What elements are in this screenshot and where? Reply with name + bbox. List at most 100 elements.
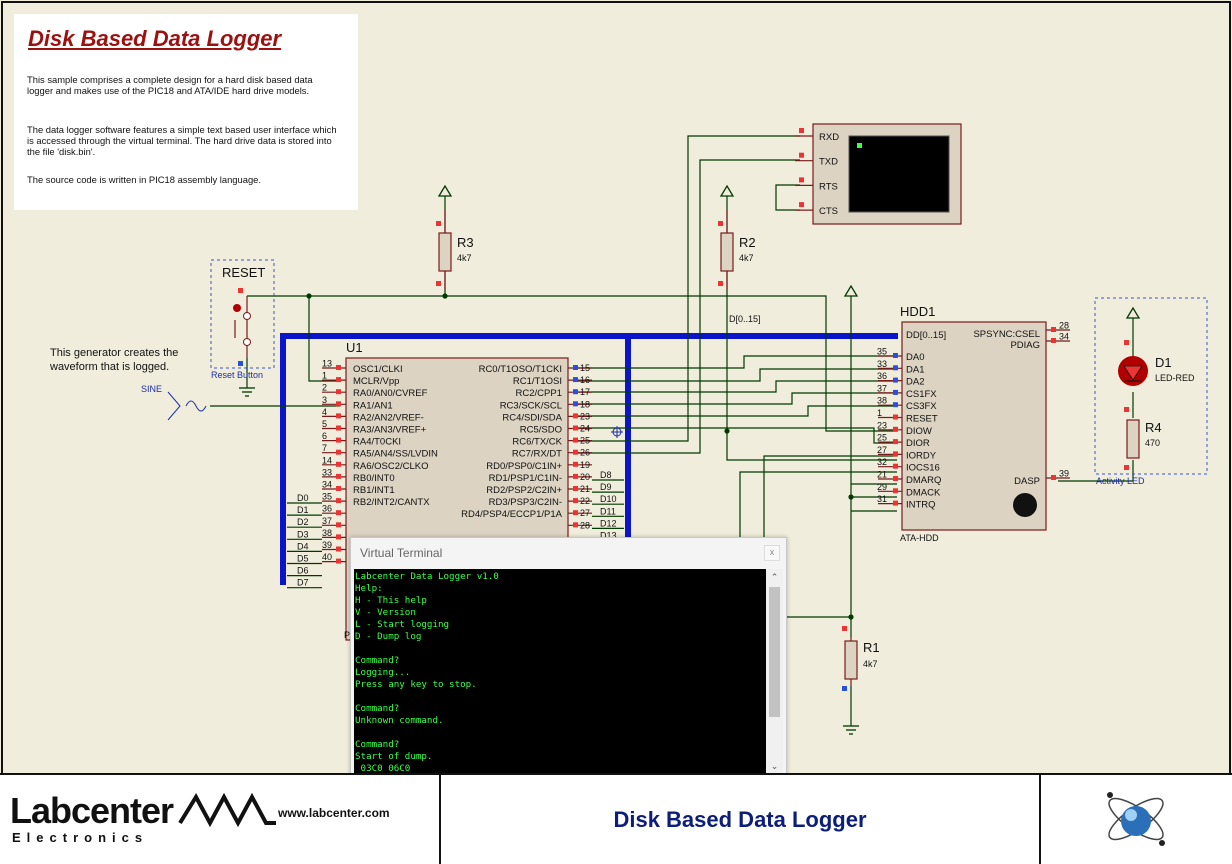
close-icon[interactable]: x xyxy=(764,545,780,561)
u1-pin-number: 1 xyxy=(322,371,327,381)
u1-pin-number: 37 xyxy=(322,516,332,526)
u1-pin-number: 22 xyxy=(580,496,590,506)
u1-pin-name: RC3/SCK/SCL xyxy=(500,400,562,411)
u1-pin-marker xyxy=(336,498,341,504)
hdd-pin-name: CS3FX xyxy=(906,401,937,412)
scroll-thumb[interactable] xyxy=(769,587,780,717)
bus-bit-label: D2 xyxy=(297,517,309,527)
hdd-pin-number: 33 xyxy=(877,359,887,369)
resistor-r4[interactable] xyxy=(1124,407,1140,470)
r3-label: R3 xyxy=(457,235,474,250)
scroll-down-icon[interactable]: ⌄ xyxy=(770,761,779,771)
terminal-pin-name: CTS xyxy=(819,206,838,217)
hdd-pin-name: RESET xyxy=(906,414,938,425)
u1-pin-marker xyxy=(336,365,341,370)
generator-note-line2: waveform that is logged. xyxy=(49,361,169,373)
divider xyxy=(439,775,441,864)
ground-icon xyxy=(239,387,859,735)
hdd-pin-number: 25 xyxy=(877,433,887,443)
u1-pin-number: 19 xyxy=(580,460,590,470)
u1-pin-number: 17 xyxy=(580,387,590,397)
bus-bit-label: D4 xyxy=(297,541,309,551)
hdd1-chip[interactable] xyxy=(901,321,1047,531)
u1-pin-name: RB0/INT0 xyxy=(353,473,395,484)
hdd-pin-number: 31 xyxy=(877,494,887,504)
hdd-pin-marker xyxy=(893,365,898,371)
hdd-pin-number: 23 xyxy=(877,420,887,430)
terminal-pin-marker xyxy=(799,202,804,208)
logo-wave-icon xyxy=(178,793,276,827)
u1-pin-marker xyxy=(573,389,578,395)
sine-label: SINE xyxy=(141,384,162,394)
hdd-pin-name: PDIAG xyxy=(1010,340,1040,351)
hdd-pin-name: DASP xyxy=(1014,476,1040,487)
hdd-pin-name: DA2 xyxy=(906,377,924,388)
bus-bit-label: D9 xyxy=(600,482,612,492)
hdd-pin-number: 37 xyxy=(877,383,887,393)
terminal-pin-name: RXD xyxy=(819,132,839,143)
note-paragraph-3: The source code is written in PIC18 asse… xyxy=(27,174,261,185)
bus-bit-label: D11 xyxy=(600,506,616,516)
u1-pin-marker xyxy=(336,389,341,395)
u1-pin-name: RA5/AN4/SS/LVDIN xyxy=(353,449,438,460)
hdd-pin-number: 39 xyxy=(1059,469,1069,479)
u1-pin-number: 3 xyxy=(322,395,327,405)
u1-pin-marker xyxy=(573,510,578,516)
hdd-pin-name: DMARQ xyxy=(906,475,941,486)
u1-pin-number: 13 xyxy=(322,359,332,369)
u1-pin-marker xyxy=(336,510,341,516)
activity-led-group xyxy=(1094,297,1208,475)
hdd1-label: HDD1 xyxy=(900,304,935,319)
u1-pin-number: 39 xyxy=(322,540,332,550)
u1-pin-name: RA4/T0CKI xyxy=(353,437,401,448)
u1-pin-number: 16 xyxy=(580,375,590,385)
u1-pin-name: RC6/TX/CK xyxy=(512,437,562,448)
u1-pin-number: 28 xyxy=(580,520,590,530)
hdd-pin-marker xyxy=(893,500,898,506)
hdd-pin-marker xyxy=(1051,475,1056,480)
u1-pin-marker xyxy=(573,401,578,407)
sine-generator-icon[interactable] xyxy=(167,391,207,421)
data-bus xyxy=(280,333,898,585)
note-paragraph-2: The data logger software features a simp… xyxy=(27,124,337,157)
u1-pin-marker xyxy=(336,413,341,419)
u1-pin-name: RA0/AN0/CVREF xyxy=(353,388,428,399)
resistor-r1[interactable] xyxy=(842,626,858,691)
hdd-pin-number: 29 xyxy=(877,482,887,492)
vt-screen[interactable]: Labcenter Data Logger v1.0 Help: H - Thi… xyxy=(354,569,766,774)
u1-pin-marker xyxy=(336,401,341,407)
u1-pin-name: RA2/AN2/VREF- xyxy=(353,412,424,423)
d1-label: D1 xyxy=(1155,355,1172,370)
u1-pin-number: 14 xyxy=(322,455,332,465)
u1-pin-name: RA1/AN1 xyxy=(353,400,393,411)
virtual-terminal-window[interactable]: Virtual Terminal x Labcenter Data Logger… xyxy=(350,537,787,777)
resistor-r2[interactable] xyxy=(718,210,734,290)
u1-pin-marker xyxy=(573,522,578,528)
u1-pin-marker xyxy=(573,413,578,419)
u1-pin-name: RC1/T1OSI xyxy=(513,376,562,387)
r3-value: 4k7 xyxy=(457,253,472,263)
hdd-pin-name: DIOW xyxy=(906,426,932,437)
scroll-up-icon[interactable]: ⌃ xyxy=(770,572,779,582)
u1-pin-name: RC2/CPP1 xyxy=(516,388,562,399)
r1-value: 4k7 xyxy=(863,659,878,669)
u1-bottom-fragment: P xyxy=(344,630,350,640)
footer-title: Disk Based Data Logger xyxy=(613,807,867,832)
u1-pin-number: 2 xyxy=(322,383,327,393)
resistor-r3[interactable] xyxy=(436,210,452,290)
hdd-pin-name: DA0 xyxy=(906,352,924,363)
terminal-pin-marker xyxy=(799,128,804,133)
vt-scrollbar[interactable]: ⌃ ⌄ xyxy=(766,569,783,774)
u1-pin-number: 40 xyxy=(322,552,332,562)
logo-subtitle: Electronics xyxy=(12,830,149,845)
hdd-pin-name: IOCS16 xyxy=(906,463,940,474)
reset-button[interactable] xyxy=(210,259,275,369)
terminal-component[interactable] xyxy=(812,123,962,225)
hdd-pin-name: DMACK xyxy=(906,487,941,498)
d1-value: LED-RED xyxy=(1155,373,1195,383)
vt-title: Virtual Terminal xyxy=(360,546,443,560)
u1-pin-marker xyxy=(573,377,578,383)
led-d1[interactable] xyxy=(1118,340,1148,386)
